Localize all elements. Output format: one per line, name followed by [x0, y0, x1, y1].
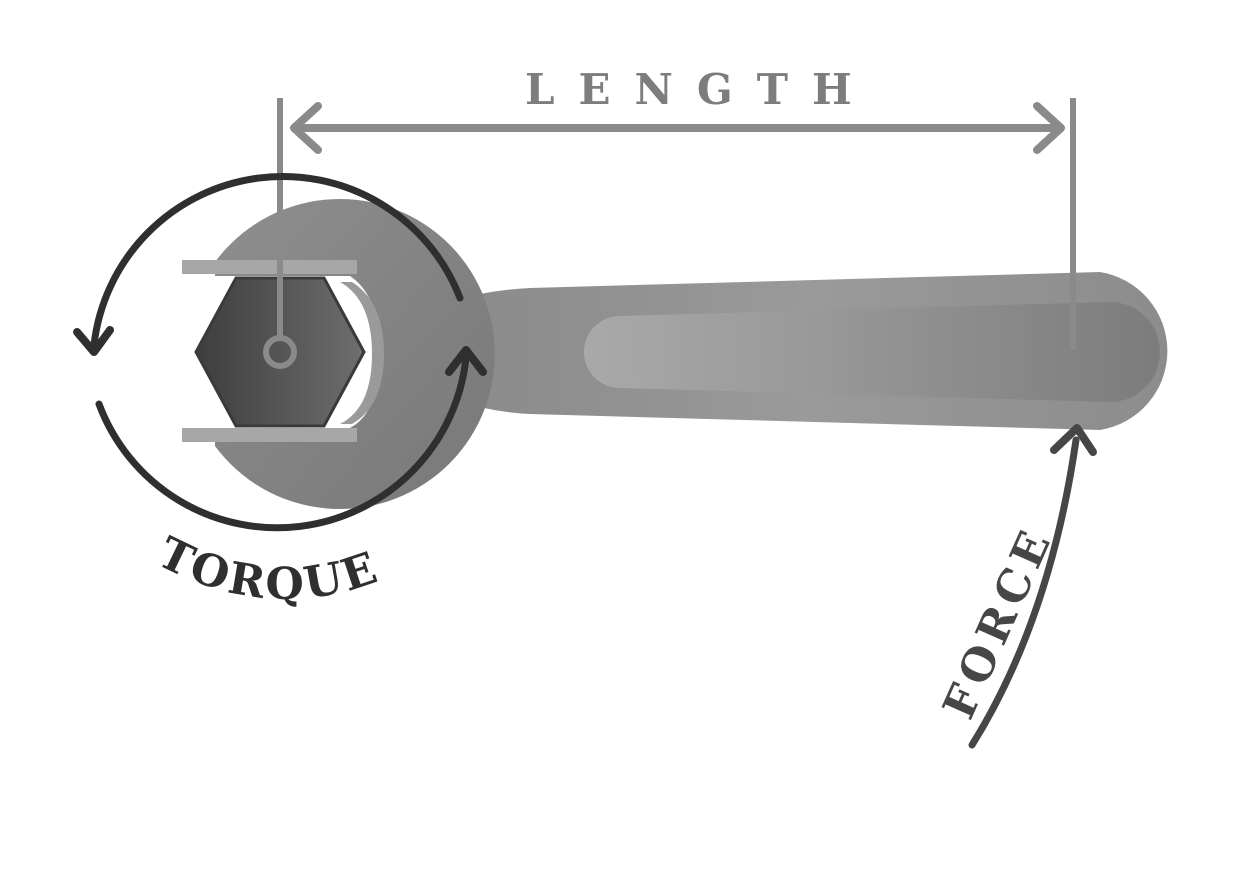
force-arrow: FORCE [933, 424, 1097, 749]
torque-arc-lower [95, 354, 470, 532]
force-arrowhead [1050, 424, 1097, 456]
length-dimension: LENGTH [277, 65, 1076, 350]
length-arrowhead-right [1033, 102, 1065, 154]
torque-label: TORQUE [150, 527, 386, 610]
wrench-handle-groove [584, 302, 1160, 402]
force-arrow-shaft [968, 436, 1080, 749]
wrench-lower-jaw-edge [182, 428, 357, 442]
torque-arrowhead-lower [445, 346, 487, 376]
torque-arc-upper [90, 173, 464, 349]
length-label: LENGTH [525, 65, 876, 114]
torque-arrowhead-upper [73, 326, 114, 356]
length-arrowhead-left [290, 102, 322, 154]
wrench-upper-jaw-edge [182, 260, 357, 274]
hex-nut-body [194, 276, 366, 428]
wrench-jaw-lip [340, 282, 384, 424]
hex-nut [194, 276, 366, 428]
